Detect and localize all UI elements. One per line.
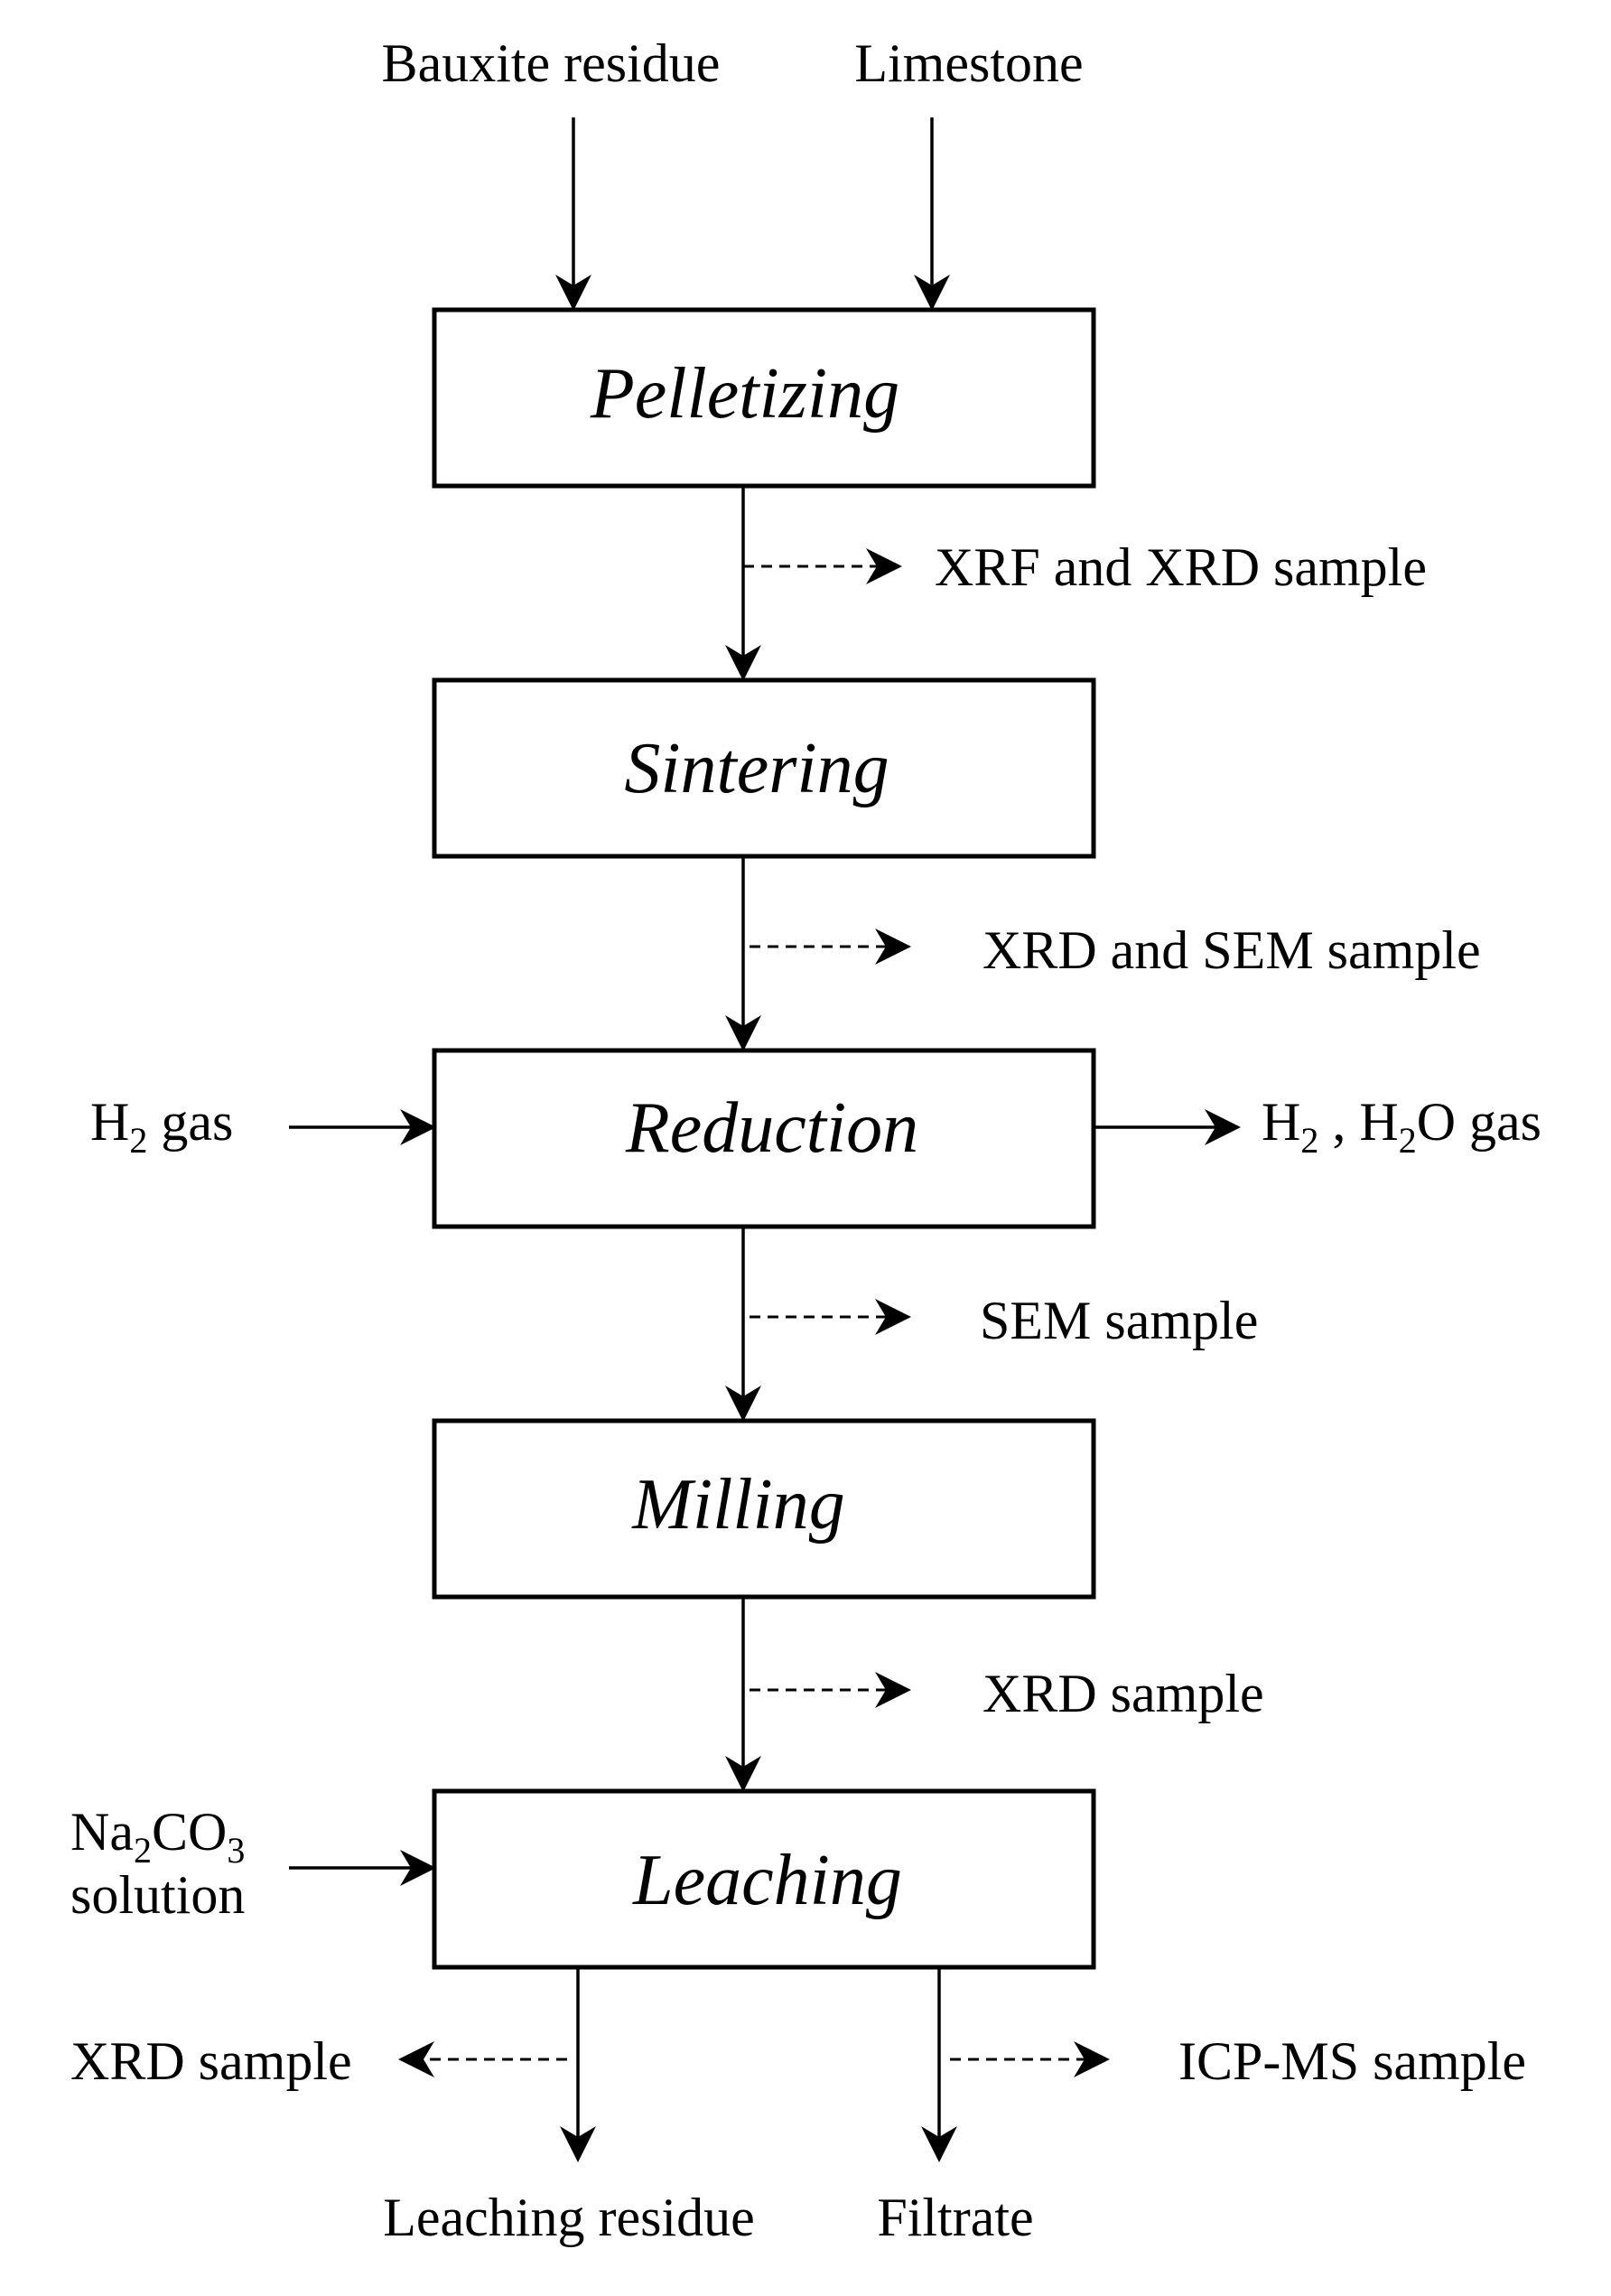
sample-sem-label: SEM sample (980, 1291, 1258, 1350)
gas-out-separator: , H (1318, 1092, 1398, 1152)
step-reduction-box (432, 1048, 1096, 1229)
output-filtrate-label: Filtrate (877, 2188, 1033, 2247)
gas-out-h-subscript: 2 (1300, 1120, 1318, 1161)
sample-xrf-xrd-label: XRF and XRD sample (935, 537, 1427, 597)
leaching-solution-word: solution (70, 1865, 245, 1925)
step-pelletizing-label: Pelletizing (590, 354, 899, 434)
sample-xrd-sem-label: XRD and SEM sample (982, 920, 1481, 980)
step-sintering-label: Sintering (624, 729, 889, 808)
gas-in-h: H (90, 1092, 129, 1152)
gas-out-h2o-subscript: 2 (1399, 1120, 1417, 1161)
gas-out-tail: O gas (1417, 1092, 1541, 1152)
input-bauxite-residue-label: Bauxite residue (382, 33, 721, 93)
step-milling-box (432, 1418, 1096, 1600)
step-milling-label: Milling (631, 1465, 845, 1545)
step-pelletizing-box (432, 307, 1096, 489)
reduction-gas-out-label: H2 , H2O gas (1262, 1092, 1541, 1161)
leaching-solution-formula: Na2CO3 (70, 1802, 245, 1871)
step-sintering-box (432, 677, 1096, 859)
input-limestone-label: Limestone (854, 33, 1083, 93)
step-leaching-label: Leaching (632, 1841, 902, 1920)
step-leaching-box (432, 1788, 1096, 1970)
solution-co: CO (152, 1802, 227, 1862)
sample-xrd-milling-label: XRD sample (982, 1664, 1264, 1723)
solution-na: Na (70, 1802, 134, 1862)
step-reduction-label: Reduction (625, 1088, 918, 1168)
gas-out-h: H (1262, 1092, 1300, 1152)
output-leaching-residue-label: Leaching residue (383, 2188, 754, 2247)
sample-icp-ms-label: ICP-MS sample (1178, 2031, 1526, 2091)
solution-subscript-2: 2 (134, 1830, 152, 1871)
solution-subscript-3: 3 (227, 1830, 245, 1871)
gas-in-tail: gas (147, 1092, 233, 1152)
reduction-gas-in-label: H2 gas (90, 1092, 233, 1161)
gas-in-subscript: 2 (129, 1120, 147, 1161)
sample-xrd-residue-label: XRD sample (70, 2031, 352, 2091)
